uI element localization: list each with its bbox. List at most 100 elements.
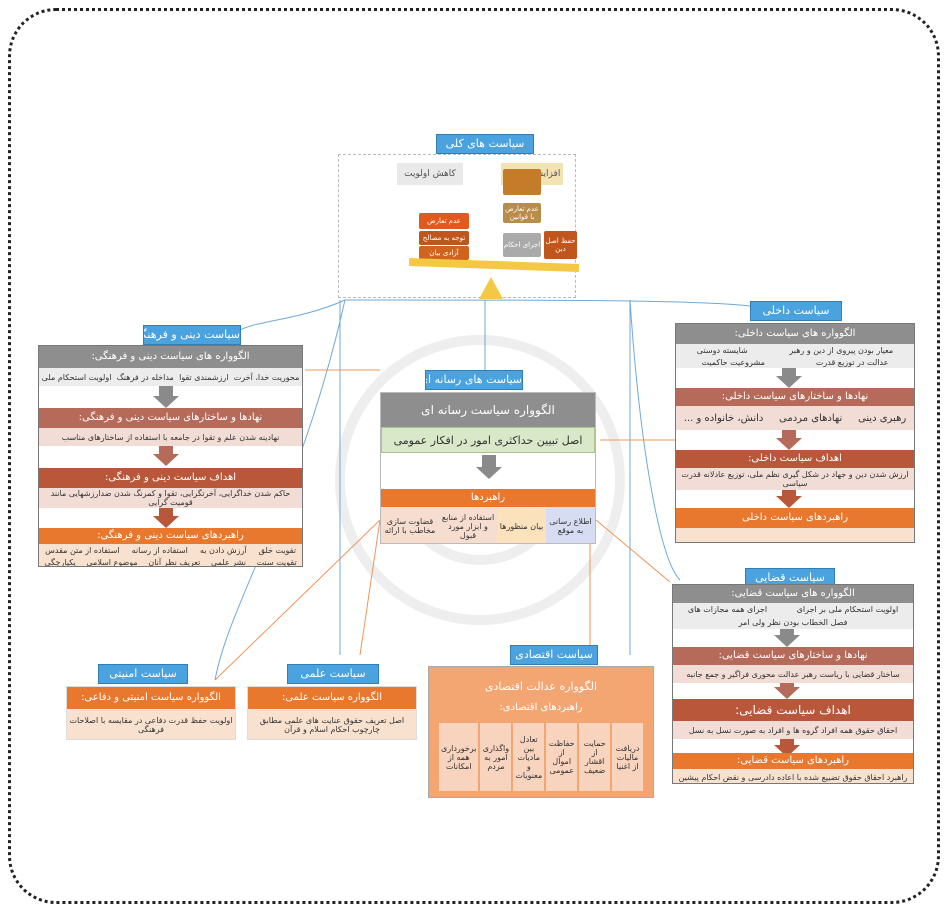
dotted-frame (8, 8, 940, 904)
model-item: شایسته دوستی (696, 345, 748, 355)
tab-security-policy[interactable]: سیاست امنیتی (98, 664, 188, 684)
balance-box: افزایش اولویت کاهش اولویت عدم تعارض با ق… (338, 154, 580, 299)
security-model-heading: الگوواره سیاست امنیتی و دفاعی: (67, 687, 235, 709)
tab-judicial-policy[interactable]: سیاست قضایی (745, 568, 835, 588)
tab-economic-policy[interactable]: سیاست اقتصادی (510, 645, 598, 665)
goals-text: احقاق حقوق همه افراد گروه ها و افراد به … (688, 725, 898, 735)
religious-goals-text: حاکم شدن خداگرایی، آخرتگرایی، تقوا و کمر… (39, 488, 302, 508)
balance-fulcrum (479, 277, 503, 299)
structure-item: نهادهای مردمی (779, 412, 843, 424)
domestic-panel: الگوواره های سیاست داخلی: معیار بودن پیر… (675, 323, 915, 543)
security-text-value: اولویت حفظ قدرت دفاعی در مقایسه با اصلاح… (69, 716, 233, 734)
tab-general-policy[interactable]: سیاست های کلی (436, 134, 534, 154)
strategy-item: موضوع اسلامی (86, 557, 138, 567)
block-preserve-religion: حفظ اصل دین (544, 231, 577, 259)
model-item: ارزشمندی تقوا (179, 372, 229, 382)
religious-model-items: محوریت خدا، آخرت ارزشمندی تقوا مداخله در… (39, 368, 302, 386)
religious-structures-heading: نهادها و ساختارهای سیاست دینی و فرهنگی: (39, 408, 302, 428)
block-left-2: توجه به مصالح (419, 231, 469, 245)
down-arrow (774, 635, 800, 647)
scientific-model-heading: الگوواره سیاست علمی: (248, 687, 416, 709)
economic-model-heading: الگوواره عدالت اقتصادی (484, 680, 598, 693)
security-text: اولویت حفظ قدرت دفاعی در مقایسه با اصلاح… (67, 709, 235, 739)
scientific-text: اصل تعریف حقوق عنایت های علمی مطابق چارچ… (248, 709, 416, 739)
media-model-heading: الگوواره سیاست رسانه ای (381, 393, 595, 427)
block-left-3: آزادی بیان (419, 246, 469, 260)
arrow-stem (159, 508, 173, 516)
economic-cells: دریافت مالیات از اغنیا حمایت از اقشار ضع… (438, 723, 643, 791)
judicial-panel: الگوواره های سیاست قضایی: اولویت استحکام… (672, 584, 914, 784)
economic-cell: حفاظت از اموال عمومی (546, 723, 578, 791)
down-arrow (476, 467, 502, 479)
block-religious (503, 169, 541, 195)
strategy-item: تقویت خلق (258, 545, 296, 555)
down-arrow (776, 496, 802, 508)
model-item: مداخله در فرهنگ (116, 372, 174, 382)
block-gray: اجرای احکام (503, 233, 541, 257)
down-arrow (776, 438, 802, 450)
tab-media-policy[interactable]: سیاست های رسانه ای (425, 370, 523, 390)
tab-scientific-policy[interactable]: سیاست علمی (287, 664, 379, 684)
arrow-stem (780, 629, 794, 635)
down-arrow (153, 516, 179, 528)
religious-strategies-items: تقویت خلق آرزش دادن به استفاده از رسانه … (39, 544, 302, 567)
judicial-goals-heading: اهداف سیاست قضایی: (673, 699, 913, 721)
arrow-stem (159, 386, 173, 396)
goals-text: حاکم شدن خداگرایی، آخرتگرایی، تقوا و کمر… (50, 489, 291, 507)
media-principle: اصل تبیین حداکثری امور در افکار عمومی (381, 427, 595, 453)
structure-item: رهبری دینی (857, 412, 907, 424)
model-item: اجرای همه مجازات های (687, 605, 768, 614)
religious-structures-text: نهادینه شدن علم و تقوا در جامعه با استفا… (39, 428, 302, 446)
strategy-item: نشر علمی (211, 557, 247, 567)
tab-domestic-policy[interactable]: سیاست داخلی (750, 301, 842, 321)
model-item: مشروعیت حاکمیت (701, 357, 765, 367)
model-item: معیار بودن پیروی از دین و رهبر (789, 345, 894, 355)
down-arrow (774, 687, 800, 699)
decrease-priority-label: کاهش اولویت (397, 163, 463, 185)
strategy-item: استفاده از رسانه (131, 545, 188, 555)
arrow-stem (782, 368, 796, 376)
strategy-item: تقویت سنت (256, 557, 297, 567)
strategy-item: آرزش دادن به (200, 545, 247, 555)
judicial-structures-heading: نهادها و ساختارهای سیاست قضایی: (673, 647, 913, 665)
structure-item: دانش، خانواده و ... (683, 412, 764, 424)
religious-model-heading: الگوواره های سیاست دینی و فرهنگی: (39, 346, 302, 368)
domestic-strategies-heading: راهبردهای سیاست داخلی (676, 508, 914, 528)
domestic-model-items: معیار بودن پیروی از دین و رهبر شایسته دو… (676, 344, 914, 368)
religious-cultural-panel: الگوواره های سیاست دینی و فرهنگی: محوریت… (38, 345, 303, 567)
domestic-structures-heading: نهادها و ساختارهای سیاست داخلی: (676, 388, 914, 406)
structures-text: نهادینه شدن علم و تقوا در جامعه با استفا… (61, 432, 280, 442)
balance-beam (408, 258, 580, 272)
scientific-panel: الگوواره سیاست علمی: اصل تعریف حقوق عنای… (247, 686, 417, 740)
religious-strategies-heading: راهبردهای سیاست دینی و فرهنگی: (39, 528, 302, 544)
strategy-item: استفاده از متن مقدس (45, 545, 120, 555)
strategies-text: راهبرد احقاق حقوق تضییع شده با اعاده داد… (678, 772, 908, 782)
judicial-strategies-heading: راهبردهای سیاست قضایی: (673, 753, 913, 769)
down-arrow (153, 396, 179, 408)
media-cell: استفاده از منابع و ابزار مورد قبول (439, 507, 497, 543)
tab-religious-cultural[interactable]: سیاست دینی و فرهنگی (143, 325, 241, 345)
media-panel: الگوواره سیاست رسانه ای اصل تبیین حداکثر… (380, 392, 596, 544)
media-strategy-cells: اطلاع رسانی به موقع بیان منظورها استفاده… (381, 507, 595, 543)
media-cell: اطلاع رسانی به موقع (546, 507, 595, 543)
judicial-model-heading: الگوواره های سیاست قضایی: (673, 585, 913, 603)
model-item: عدالت در توزیع قدرت (815, 357, 889, 367)
economic-cell: دریافت مالیات از اغنیا (612, 723, 643, 791)
domestic-strategies-row (676, 528, 914, 542)
arrow-stem (782, 430, 796, 438)
religious-goals-heading: اهداف سیاست دینی و فرهنگی: (39, 468, 302, 488)
economic-cell: واگذاری امور به مردم (480, 723, 512, 791)
strategy-item: یکپارچگی (44, 557, 76, 567)
structures-text: ساختار قضایی با ریاست رهبر عدالت محوری ف… (686, 669, 900, 679)
model-item: فصل الخطاب بودن نظر ولی امر (738, 618, 848, 627)
judicial-goals-text: احقاق حقوق همه افراد گروه ها و افراد به … (673, 721, 913, 739)
media-cell: قضاوت سازی مخاطب با ارائه (381, 507, 439, 543)
model-item: محوریت خدا، آخرت (233, 372, 300, 382)
media-cell: بیان منظورها (497, 507, 546, 543)
arrow-stem (159, 446, 173, 454)
domestic-structures-items: رهبری دینی نهادهای مردمی دانش، خانواده و… (676, 406, 914, 430)
judicial-strategies-text: راهبرد احقاق حقوق تضییع شده با اعاده داد… (673, 769, 913, 783)
arrow-stem (780, 683, 794, 687)
block-left-1: عدم تعارض (419, 213, 469, 229)
goals-text: ارزش شدن دین و جهاد در شکل گیری نظم ملی،… (681, 470, 909, 488)
